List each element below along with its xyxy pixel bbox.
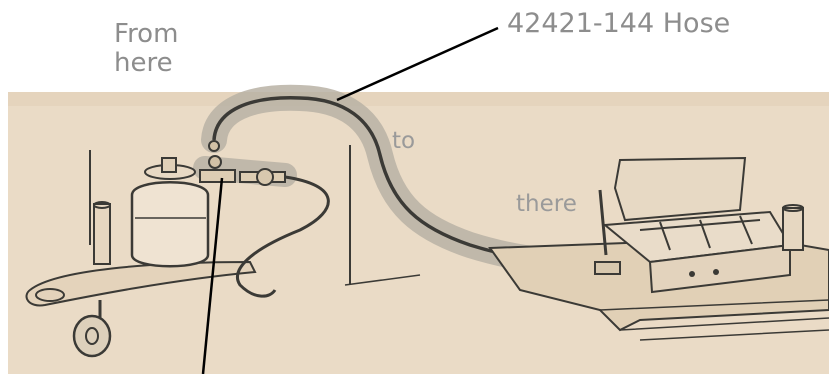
table-edge bbox=[599, 299, 829, 341]
caster-wheel bbox=[72, 314, 112, 358]
stove-lid bbox=[613, 156, 747, 222]
cart-post bbox=[93, 203, 111, 265]
table-floor-line bbox=[344, 274, 421, 286]
regulator bbox=[199, 169, 236, 183]
regulator-leader-line bbox=[201, 177, 224, 374]
cart-handle bbox=[35, 288, 65, 302]
label-from-here: From here bbox=[114, 20, 178, 77]
regulator-knob bbox=[208, 155, 222, 169]
label-hose-part-number: 42421-144 Hose bbox=[507, 8, 731, 39]
stove-front bbox=[648, 243, 791, 294]
hose-end-fitting bbox=[208, 140, 220, 152]
coupler-nut bbox=[256, 168, 274, 186]
hose-leader-line bbox=[336, 26, 499, 102]
propane-tank bbox=[130, 181, 210, 268]
stove-grate bbox=[639, 215, 761, 251]
stove-knob-2 bbox=[713, 269, 719, 275]
stove-windscreen-left bbox=[598, 189, 608, 256]
fuel-canister bbox=[782, 207, 804, 251]
tank-hose bbox=[236, 175, 330, 298]
stove-regulator bbox=[594, 261, 621, 275]
tank-valve bbox=[161, 157, 177, 173]
caster-hub bbox=[85, 327, 99, 345]
cart-base bbox=[25, 260, 257, 307]
label-from-here-text: From here bbox=[114, 19, 179, 78]
stove-knob-1 bbox=[689, 271, 695, 277]
label-to: to bbox=[392, 128, 416, 154]
label-there: there bbox=[516, 191, 577, 217]
paper-edge-shade bbox=[8, 92, 829, 106]
cart-post-cap bbox=[93, 201, 111, 209]
fuel-canister-top bbox=[782, 204, 804, 212]
